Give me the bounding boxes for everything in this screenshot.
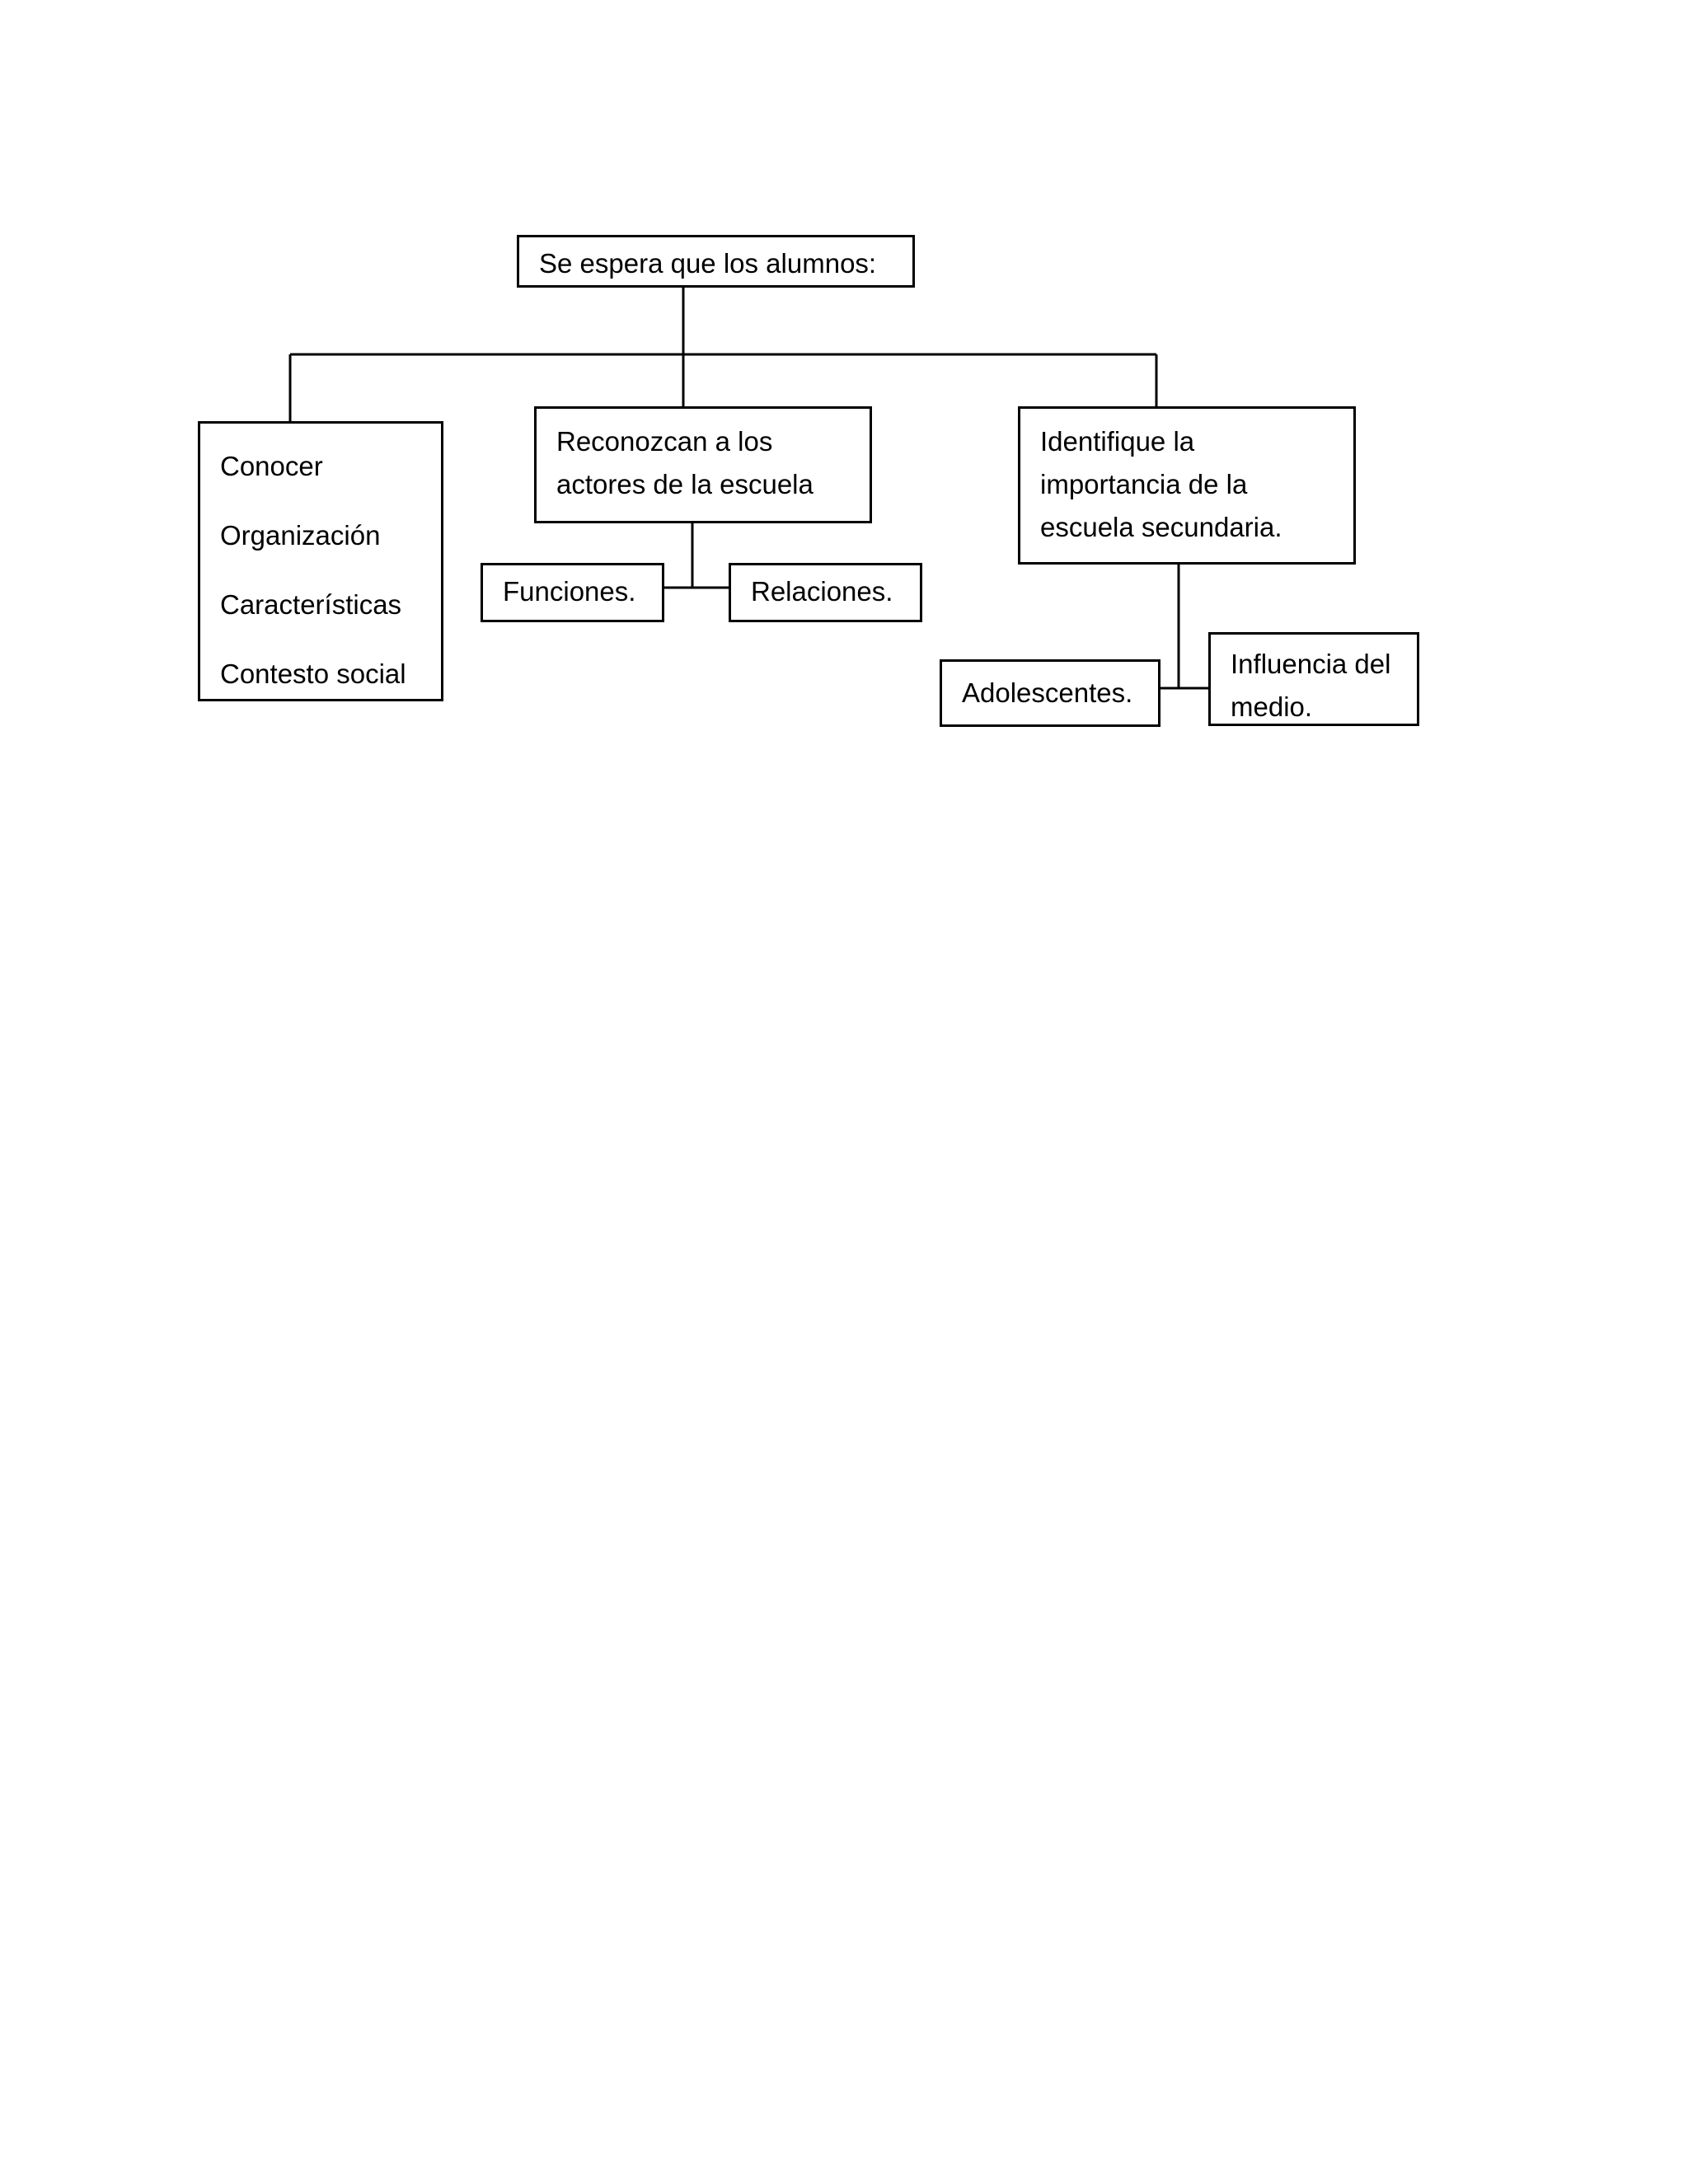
child-node-adolescentes: Adolescentes. xyxy=(940,659,1160,727)
branch-node-conocer: Conocer Organización Características Con… xyxy=(198,421,443,701)
branch-node-identifique: Identifique la importancia de la escuela… xyxy=(1018,406,1356,565)
child-node-relaciones: Relaciones. xyxy=(729,563,922,622)
root-node-label: Se espera que los alumnos: xyxy=(539,248,877,279)
child-funciones-label: Funciones. xyxy=(503,576,636,607)
branch-identifique-line: importancia de la xyxy=(1040,469,1248,499)
child-adolescentes-label: Adolescentes. xyxy=(962,677,1133,708)
branch-node-reconozcan: Reconozcan a los actores de la escuela xyxy=(534,406,872,523)
child-node-funciones: Funciones. xyxy=(481,563,664,622)
child-node-influencia: Influencia del medio. xyxy=(1208,632,1419,726)
root-node: Se espera que los alumnos: xyxy=(517,235,915,288)
child-influencia-line: medio. xyxy=(1231,691,1313,722)
branch-reconozcan-line: actores de la escuela xyxy=(556,469,814,499)
child-influencia-line: Influencia del xyxy=(1231,649,1391,679)
branch-identifique-line: escuela secundaria. xyxy=(1040,512,1282,542)
branch-reconozcan-line: Reconozcan a los xyxy=(556,426,773,457)
branch-conocer-line: Contesto social xyxy=(220,658,406,689)
branch-conocer-line: Organización xyxy=(220,520,381,551)
branch-conocer-line: Conocer xyxy=(220,451,323,481)
child-relaciones-label: Relaciones. xyxy=(751,576,893,607)
branch-conocer-line: Características xyxy=(220,589,402,620)
branch-identifique-line: Identifique la xyxy=(1040,426,1195,457)
